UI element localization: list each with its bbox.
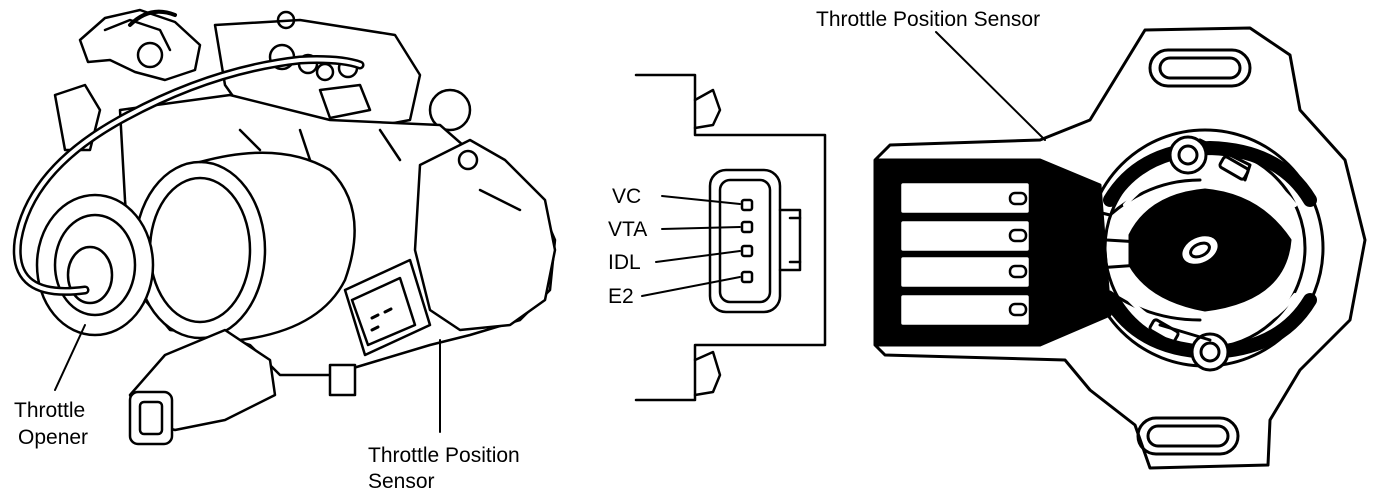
pin-label-vta: VTA xyxy=(608,218,647,241)
throttle-opener-label-line2: Opener xyxy=(18,426,88,449)
connector-face-view xyxy=(634,73,827,402)
tps-bottom-label-line2: Sensor xyxy=(368,470,435,492)
pin-idl-terminal xyxy=(740,244,754,258)
pin-e2-terminal xyxy=(740,270,754,284)
pin-label-idl: IDL xyxy=(608,251,641,274)
pin-vc-terminal xyxy=(740,198,754,212)
throttle-opener-label-line1: Throttle xyxy=(14,399,85,422)
tps-top-label: Throttle Position Sensor xyxy=(816,8,1040,31)
pin-label-e2: E2 xyxy=(608,285,634,308)
throttle-opener-leader xyxy=(54,324,86,391)
throttle-body-assembly xyxy=(12,8,557,446)
pin-vta-terminal xyxy=(740,220,754,234)
tps-bottom-label-line1: Throttle Position xyxy=(368,444,520,467)
tps-sensor-view xyxy=(873,26,1367,470)
tps-top-leader xyxy=(935,31,1046,141)
pin-label-vc: VC xyxy=(612,185,641,208)
